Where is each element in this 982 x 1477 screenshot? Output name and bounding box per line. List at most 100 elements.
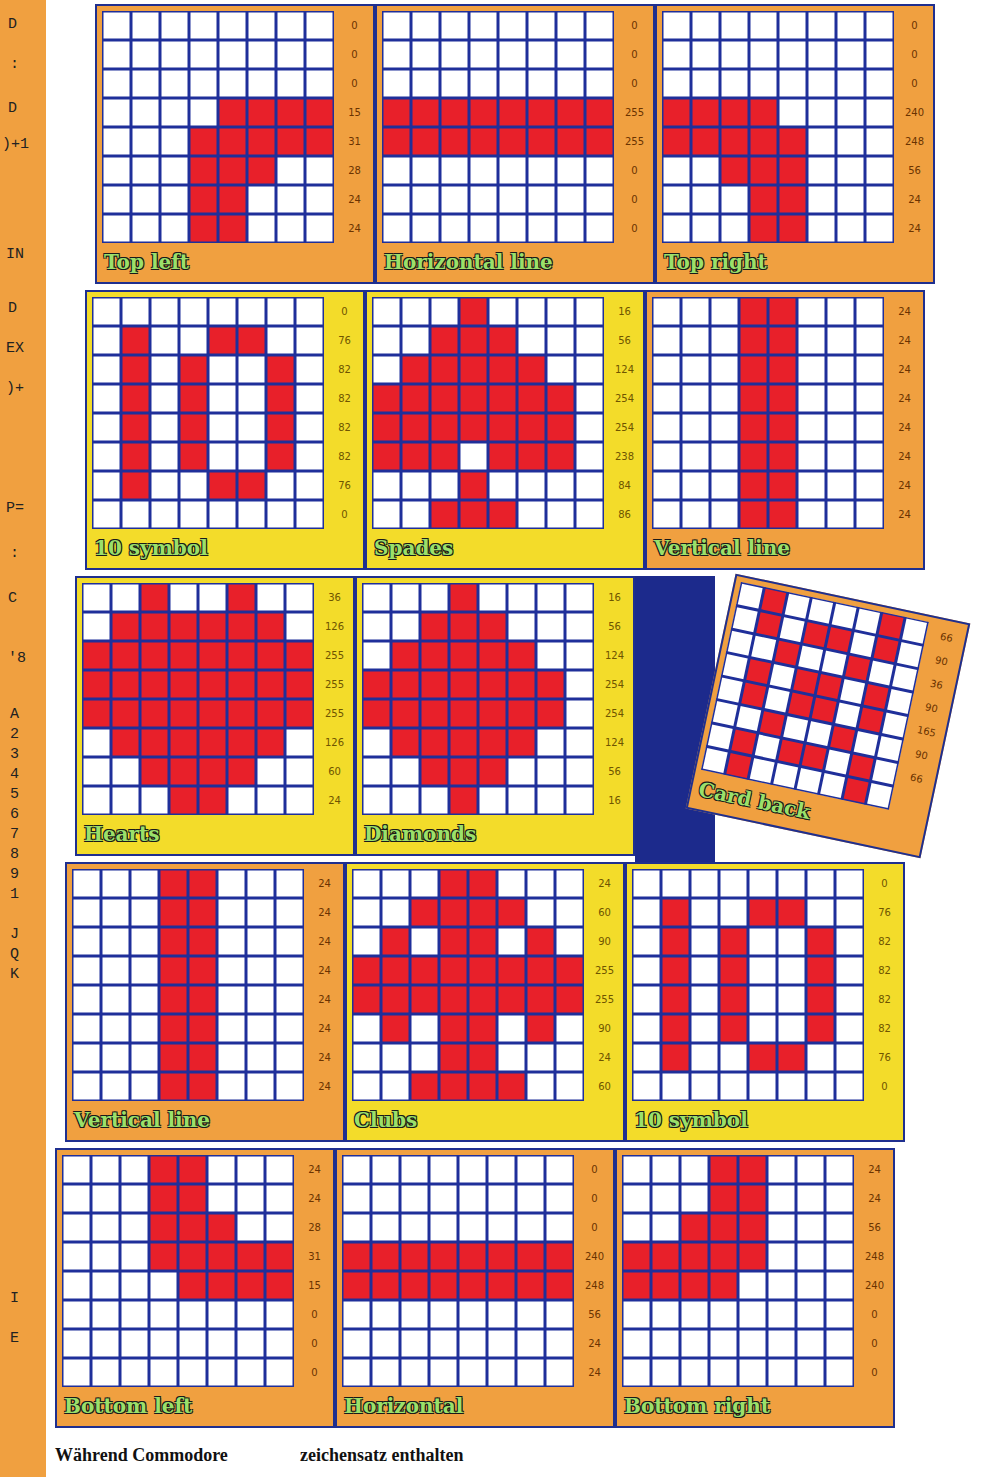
grid-line (632, 1071, 864, 1074)
byte-value: 90 (586, 1023, 623, 1035)
pixel-on (430, 500, 459, 529)
byte-value: 24 (296, 1164, 333, 1176)
pixel-on (198, 670, 227, 699)
pixel-on (459, 355, 488, 384)
grid-line (102, 11, 334, 13)
pixel-on (159, 1072, 188, 1101)
pixel-on (651, 1271, 680, 1300)
character-panel: 000240248562424Horizontal (335, 1148, 615, 1428)
pixel-on (738, 1242, 767, 1271)
byte-value: 255 (616, 136, 653, 148)
byte-value: 24 (306, 1052, 343, 1064)
pixel-on (516, 1271, 545, 1300)
pixel-on (189, 185, 218, 214)
byte-value: 0 (866, 1081, 903, 1093)
pixel-on (458, 1271, 487, 1300)
grid-line (92, 470, 324, 473)
grid-line (372, 383, 604, 386)
pixel-on (555, 985, 584, 1014)
pixel-on (305, 98, 334, 127)
grid-line (652, 441, 884, 444)
pixel-on (149, 1184, 178, 1213)
pixel-on (719, 1014, 748, 1043)
pixel-on (140, 757, 169, 786)
pixel-on (169, 699, 198, 728)
grid-line (652, 325, 884, 328)
pixel-on (247, 127, 276, 156)
byte-value: 36 (917, 675, 956, 694)
pixel-on (720, 127, 749, 156)
byte-value: 24 (296, 1193, 333, 1205)
grid-line (382, 97, 614, 100)
byte-value: 56 (856, 1222, 893, 1234)
pixel-on (546, 413, 575, 442)
pixel-on (469, 98, 498, 127)
pixel-on (236, 1242, 265, 1271)
pixel-on (178, 1271, 207, 1300)
grid-line (82, 756, 314, 759)
character-panel: 000240248562424Top right (655, 4, 935, 284)
byte-value: 24 (576, 1338, 613, 1350)
pixel-on (188, 1043, 217, 1072)
byte-value: 56 (596, 621, 633, 633)
pixel-on (749, 98, 778, 127)
character-panel: 246090255255902460Clubs (345, 862, 625, 1142)
pixel-on (749, 127, 778, 156)
character-label: Bottom right (624, 1393, 770, 1419)
byte-value: 56 (606, 335, 643, 347)
pixel-on (198, 786, 227, 815)
code-fragment: 6 (10, 806, 19, 824)
pixel-on (179, 442, 208, 471)
pixel-grid (632, 869, 864, 1101)
byte-value: 0 (336, 49, 373, 61)
blue-background (635, 576, 715, 862)
byte-value: 0 (296, 1338, 333, 1350)
pixel-on (381, 956, 410, 985)
grid-line (701, 582, 741, 770)
byte-value: 24 (306, 936, 343, 948)
pixel-on (381, 985, 410, 1014)
pixel-on (227, 757, 256, 786)
byte-value: 124 (596, 737, 633, 749)
grid-line (632, 869, 864, 871)
pixel-on (468, 985, 497, 1014)
code-fragment: D (8, 16, 17, 34)
grid-ground (62, 1155, 294, 1387)
pixel-on (488, 442, 517, 471)
pixel-on (497, 898, 526, 927)
character-label: Clubs (354, 1107, 417, 1133)
grid-ground (92, 297, 324, 529)
character-label: Top right (664, 249, 767, 275)
pixel-on (478, 757, 507, 786)
byte-value: 0 (856, 1338, 893, 1350)
byte-value: 24 (886, 451, 923, 463)
pixel-on (498, 127, 527, 156)
pixel-on (82, 699, 111, 728)
byte-value: 0 (296, 1309, 333, 1321)
pixel-on (285, 641, 314, 670)
grid-line (736, 605, 924, 645)
grid-line (622, 1386, 854, 1388)
pixel-on (188, 1072, 217, 1101)
pixel-on (449, 583, 478, 612)
pixel-on (149, 1155, 178, 1184)
grid-line (362, 698, 594, 701)
pixel-on (738, 1184, 767, 1213)
pixel-on (469, 127, 498, 156)
grid-line (362, 814, 594, 816)
pixel-on (179, 413, 208, 442)
pixel-grid (382, 11, 614, 243)
pixel-on (768, 326, 797, 355)
byte-value: 82 (866, 965, 903, 977)
byte-value: 0 (616, 20, 653, 32)
pixel-on (198, 757, 227, 786)
pixel-on (661, 927, 690, 956)
pixel-on (121, 355, 150, 384)
pixel-on (149, 1242, 178, 1271)
code-fragment: 9 (10, 866, 19, 884)
pixel-on (546, 442, 575, 471)
pixel-on (778, 156, 807, 185)
code-fragment: Q (10, 946, 19, 964)
pixel-on (266, 355, 295, 384)
pixel-on (585, 98, 614, 127)
